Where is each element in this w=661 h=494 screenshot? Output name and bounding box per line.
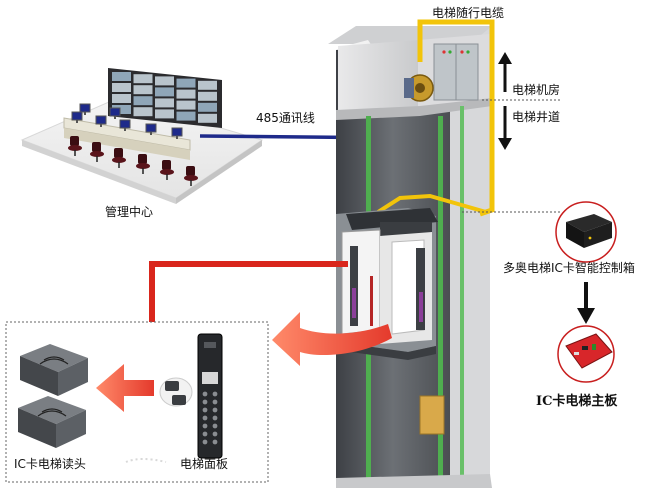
panel-button — [212, 415, 218, 421]
chair-icon — [184, 166, 198, 186]
video-wall-screen — [176, 100, 196, 110]
panel-button — [212, 423, 218, 429]
label-controller-box: 多奥电梯IC卡智能控制箱 — [503, 261, 635, 275]
operator-monitors — [71, 103, 183, 139]
video-wall-screen — [198, 91, 217, 101]
video-wall-screen — [155, 76, 174, 86]
label-elevator-panel: 电梯面板 — [180, 457, 229, 471]
red-arrow-to-reader — [96, 364, 154, 412]
key-cards-illustration — [159, 377, 193, 407]
video-wall — [108, 68, 222, 128]
card-reader-illustration — [18, 344, 88, 448]
panel-button — [202, 415, 208, 421]
label-machine-room: 电梯机房 — [512, 83, 561, 97]
video-wall-screen — [133, 107, 153, 117]
curved-red-arrow — [272, 312, 392, 366]
panel-button — [202, 439, 208, 445]
elevator-panel-illustration — [197, 333, 223, 459]
chair-icon — [68, 136, 82, 156]
controller-box-illustration — [555, 201, 617, 263]
panel-button — [212, 407, 218, 413]
chair-icon — [90, 142, 104, 162]
monitor-icon — [95, 115, 107, 127]
video-wall-screen — [198, 113, 217, 123]
video-wall-screen — [155, 87, 174, 97]
video-wall-screen — [112, 105, 131, 114]
monitor-icon — [79, 103, 91, 115]
label-rs485: 485通讯线 — [256, 111, 315, 125]
video-wall-screen — [176, 111, 196, 121]
chair-icon — [136, 154, 150, 174]
video-wall-screen — [155, 98, 174, 108]
video-wall-screen — [133, 85, 153, 95]
panel-button — [202, 431, 208, 437]
operator-chairs — [68, 136, 198, 186]
label-card-reader: IC卡电梯读头 — [14, 457, 86, 471]
video-wall-screen — [112, 72, 131, 81]
arrow-controller-to-board — [577, 282, 595, 324]
red-signal-line — [149, 261, 348, 322]
video-wall-screen — [155, 109, 174, 119]
monitor-icon — [71, 111, 83, 123]
travel-cable — [417, 19, 495, 217]
monitor-icon — [119, 119, 131, 131]
panel-button — [202, 407, 208, 413]
label-shaft: 电梯井道 — [512, 110, 561, 124]
video-wall-screen — [176, 89, 196, 99]
label-travel-cable: 电梯随行电缆 — [432, 6, 505, 20]
main-board-illustration — [557, 325, 615, 383]
label-main-board: IC卡电梯主板 — [536, 394, 618, 409]
elevator-car — [336, 208, 438, 360]
panel-button — [212, 399, 218, 405]
traction-machine — [404, 74, 434, 102]
video-wall-screen — [198, 80, 217, 90]
label-control-center: 管理中心 — [105, 205, 154, 219]
monitor-icon — [145, 123, 157, 135]
video-wall-screen — [133, 96, 153, 106]
monitor-icon — [171, 127, 183, 139]
video-wall-screen — [112, 83, 131, 92]
panel-button — [202, 399, 208, 405]
panel-button — [212, 439, 218, 445]
video-wall-screen — [133, 74, 153, 84]
up-down-arrows — [498, 52, 512, 150]
video-wall-screen — [176, 78, 196, 88]
monitor-icon — [109, 107, 121, 119]
control-center-illustration — [20, 68, 264, 204]
counterweight — [419, 395, 445, 435]
chair-icon — [160, 160, 174, 180]
video-wall-screen — [198, 102, 217, 112]
chair-icon — [112, 148, 126, 168]
panel-button — [202, 423, 208, 429]
video-wall-screen — [112, 94, 131, 103]
panel-button — [212, 391, 218, 397]
machine-room-cabinets — [433, 43, 479, 101]
panel-button — [202, 391, 208, 397]
panel-button — [212, 431, 218, 437]
